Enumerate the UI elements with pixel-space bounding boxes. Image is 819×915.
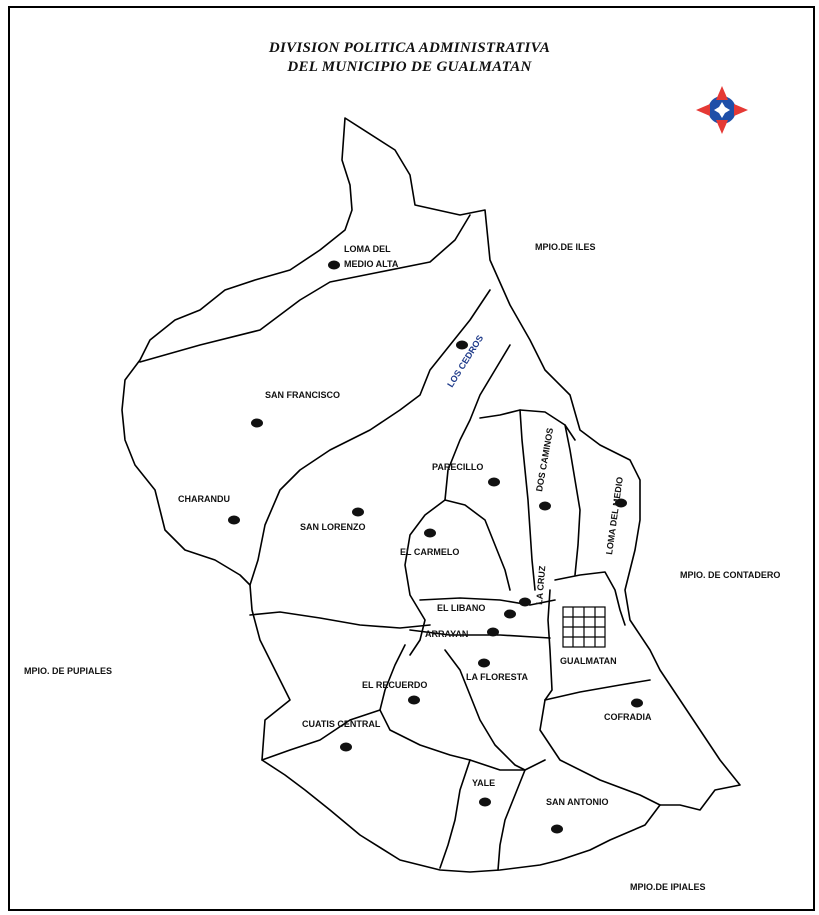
municipality-outline	[121, 117, 741, 873]
vereda-boundary	[409, 629, 551, 639]
vereda-label: LA FLORESTA	[466, 672, 528, 682]
vereda-label: EL RECUERDO	[362, 680, 427, 690]
vereda-label: MEDIO ALTA	[344, 259, 399, 269]
vereda-boundary	[564, 424, 581, 576]
vereda-boundary	[519, 409, 536, 591]
neighbor-label-contadero: MPIO. DE CONTADERO	[680, 570, 780, 580]
map-title-line-2: DEL MUNICIPIO DE GUALMATAN	[287, 59, 532, 75]
neighbor-label-ipiales: MPIO.DE IPIALES	[630, 882, 706, 892]
vereda-label: ARRAYAN	[425, 629, 468, 639]
neighbor-label-iles: MPIO.DE ILES	[535, 242, 596, 252]
vereda-label: EL CARMELO	[400, 547, 459, 557]
vereda-boundary	[444, 649, 526, 771]
settlement-dot	[456, 340, 468, 350]
vereda-boundary	[479, 409, 576, 441]
vereda-label: SAN LORENZO	[300, 522, 366, 532]
vereda-boundary	[544, 679, 651, 701]
vereda-label: DOS CAMINOS	[534, 427, 555, 492]
vereda-label: YALE	[472, 778, 495, 788]
vereda-label: COFRADIA	[604, 712, 652, 722]
settlement-dot	[424, 528, 436, 538]
vereda-boundary	[379, 644, 471, 761]
vereda-boundary	[554, 571, 626, 626]
vereda-label: PARECILLO	[432, 462, 483, 472]
settlement-dot	[615, 498, 627, 508]
settlement-dot	[504, 609, 516, 619]
settlement-dot	[551, 824, 563, 834]
settlement-markers	[228, 260, 643, 834]
settlement-dot	[408, 695, 420, 705]
settlement-dot	[519, 597, 531, 607]
map-frame	[8, 6, 815, 911]
compass-rose-icon	[696, 86, 748, 134]
vereda-label: SAN ANTONIO	[546, 797, 609, 807]
settlement-dot	[251, 418, 263, 428]
vereda-boundary	[469, 759, 546, 771]
vereda-label: SAN FRANCISCO	[265, 390, 340, 400]
vereda-boundary	[249, 289, 491, 586]
vereda-label: LA CRUZ	[534, 565, 547, 605]
urban-grid-icon	[562, 606, 606, 648]
settlement-dot	[539, 501, 551, 511]
settlement-dot	[340, 742, 352, 752]
settlement-dot	[352, 507, 364, 517]
map-title-line-1: DIVISION POLITICA ADMINISTRATIVA	[268, 40, 551, 56]
vereda-boundary	[544, 589, 553, 701]
vereda-boundary	[539, 699, 661, 806]
settlement-dot	[328, 260, 340, 270]
vereda-label: CUATIS CENTRAL	[302, 719, 381, 729]
neighbor-label-pupiales: MPIO. DE PUPIALES	[24, 666, 112, 676]
vereda-boundary	[249, 611, 431, 629]
vereda-boundary	[444, 344, 511, 501]
settlement-dot	[479, 797, 491, 807]
vereda-boundary	[139, 214, 471, 363]
settlement-dot	[487, 627, 499, 637]
settlement-dot	[228, 515, 240, 525]
vereda-label: CHARANDU	[178, 494, 230, 504]
vereda-boundary	[404, 499, 446, 656]
vereda-boundary	[439, 759, 471, 869]
vereda-boundary	[444, 499, 511, 591]
vereda-label: GUALMATAN	[560, 656, 617, 666]
vereda-boundary	[261, 709, 381, 761]
settlement-dot	[631, 698, 643, 708]
vereda-label: LOMA DEL MEDIO	[604, 476, 625, 555]
settlement-dot	[478, 658, 490, 668]
vereda-label: EL LIBANO	[437, 603, 485, 613]
settlement-dot	[488, 477, 500, 487]
vereda-boundary	[419, 597, 556, 606]
vereda-boundary	[497, 769, 526, 871]
vereda-label: LOMA DEL	[344, 244, 391, 254]
